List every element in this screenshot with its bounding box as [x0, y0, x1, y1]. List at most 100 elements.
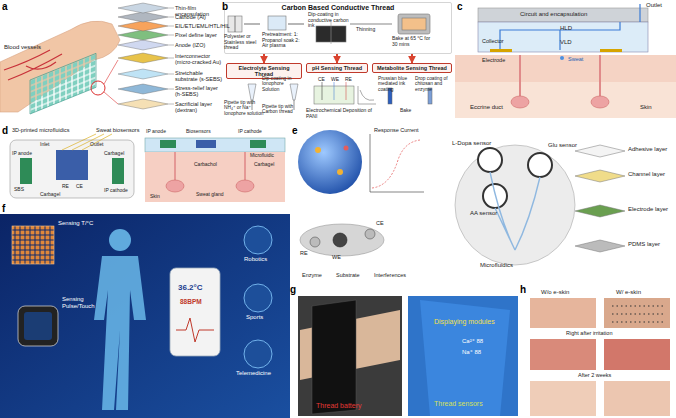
annotation-label: HLD [560, 25, 572, 32]
annotation-label: Sacrificial layer (dextran) [175, 101, 223, 113]
skin-cross-section-part [145, 152, 285, 202]
enzyme-sensor-illustration [298, 130, 424, 256]
box-title: pH Sensing Thread [309, 65, 365, 71]
skin-irritation-photos-part [530, 298, 596, 328]
thread-device-photos-part [298, 296, 402, 416]
wearable-application-scene-part [170, 268, 220, 356]
wearable-application-scene-part [109, 229, 131, 251]
sweat-patch-cross-section-part [511, 96, 529, 108]
skin-cross-section-part [145, 138, 285, 152]
panel-letter: g [290, 284, 296, 295]
skin-irritation-photos-part [604, 339, 670, 370]
sweat-patch-cross-section-part [500, 4, 640, 50]
microfluidic-device-sketch-part [10, 140, 134, 198]
annotation-label: CE [318, 77, 325, 83]
wearable-sensor-disc-part [528, 153, 552, 177]
skin-cross-section-part [166, 180, 184, 192]
annotation-label: Thread battery [316, 402, 362, 410]
enzyme-sensor-illustration-part [333, 233, 347, 247]
thread-device-photos [298, 296, 518, 416]
annotation-label: Pipette tip with NH₄⁺ or Na⁺ Ionophore s… [224, 100, 264, 116]
annotation-label: Telemedicine [236, 370, 271, 377]
annotation-label: W/o e-skin [541, 289, 569, 296]
skin-cross-section-part [175, 152, 245, 180]
annotation-label: Microfluidics [480, 262, 513, 269]
process-arrow [336, 54, 338, 63]
layer-stack-part [118, 3, 168, 13]
annotation-label: Circuit and encapsulation [520, 11, 587, 18]
skin-irritation-photos-part [604, 298, 670, 328]
layer-stack-part [118, 99, 168, 109]
panel-letter: f [2, 203, 5, 214]
skin-irritation-photos-part [530, 381, 596, 416]
panel-letter: h [520, 284, 526, 295]
annotation-label: RE [300, 250, 308, 256]
exploded-layer-stack-part [575, 145, 625, 157]
annotation-label: Sports [246, 314, 263, 321]
thread-process-illustration-part [244, 23, 260, 24]
annotation-label: Skin [150, 194, 160, 200]
annotation-label: RE [345, 77, 352, 83]
annotation-label: WE [331, 77, 339, 83]
annotation-label: Sensing Pulse/Touch [62, 296, 102, 309]
wearable-application-scene-part [18, 306, 58, 346]
panel-letter: b [222, 1, 228, 12]
annotation-label: IP cathode [238, 129, 262, 135]
sweat-patch-cross-section-part [478, 8, 648, 22]
skin-irritation-photos-part [530, 339, 596, 370]
enzyme-sensor-illustration-part [298, 130, 362, 194]
thread-device-photos-part [420, 300, 510, 416]
annotation-label: W/ e-skin [616, 289, 641, 296]
annotation-label: EIL/ETL/EML/HTL/HIL [175, 23, 223, 29]
annotation-label: Eccrine duct [470, 104, 503, 111]
panel-letter: d [2, 125, 8, 136]
annotation-label: Electrode layer [628, 206, 674, 213]
annotation-label: Sweat gland [196, 192, 224, 198]
thread-device-photos-part [408, 296, 518, 416]
wearable-sensor-disc [455, 145, 575, 265]
enzyme-sensor-illustration-part [344, 146, 349, 151]
layer-stack-part [118, 69, 168, 79]
wearable-sensor-disc-part [455, 145, 575, 265]
panel-letter: a [2, 1, 8, 12]
annotation-label: Enzyme [302, 272, 322, 278]
annotation-label: Pipette tip with Carbon thread [262, 104, 302, 115]
layer-stack-part [118, 40, 168, 50]
annotation-label: RE [62, 184, 69, 190]
sweat-patch-cross-section-part [591, 96, 609, 108]
annotation-label: CE [76, 184, 83, 190]
wearable-application-scene-part [24, 312, 52, 340]
wearable-application-scene-part [244, 340, 272, 368]
annotation-label: Polyester or Stainless steel thread [224, 34, 262, 51]
sweat-patch-cross-section-part [520, 55, 600, 96]
annotation-label: Sweat [568, 56, 583, 62]
thread-process-illustration-part [350, 23, 392, 24]
annotation-label: Bake [400, 108, 411, 114]
skin-irritation-photos [530, 298, 670, 416]
exploded-layer-stack-part [575, 205, 625, 217]
annotation-label: Bake at 65 °C for 30 mins [392, 36, 434, 47]
layer-stack-part [118, 84, 168, 94]
sweat-patch-cross-section-part [478, 22, 648, 52]
thread-process-illustration-part [402, 18, 426, 30]
sweat-patch-cross-section-part [455, 55, 676, 118]
annotation-label: Cathode (Al) [175, 14, 223, 20]
annotation-label: 36.2°C [178, 284, 203, 293]
skin-irritation-photos-part [604, 381, 670, 416]
annotation-label: Interconnector (micro-cracked Au) [175, 53, 223, 65]
layer-stack-part [118, 53, 168, 63]
microfluidic-device-sketch-part [62, 134, 112, 150]
annotation-label: Inlet [40, 142, 49, 148]
band-title: Carbon Based Conductive Thread [227, 4, 449, 12]
annotation-label: VLD [560, 39, 572, 46]
process-arrow [263, 54, 265, 63]
microfluidic-device-sketch-part [112, 158, 124, 184]
thread-process-illustration-part [268, 16, 286, 30]
annotation-label: Substrate [336, 272, 360, 278]
thread-process-illustration-part [288, 23, 304, 24]
annotation-label: Adhesive layer [628, 146, 674, 153]
annotation-label: IP cathode [104, 188, 128, 194]
annotation-label: Response Current [374, 127, 419, 133]
wearable-application-scene-part [94, 256, 146, 410]
annotation-label: Stress-relief layer (h-SEBS) [175, 85, 223, 97]
